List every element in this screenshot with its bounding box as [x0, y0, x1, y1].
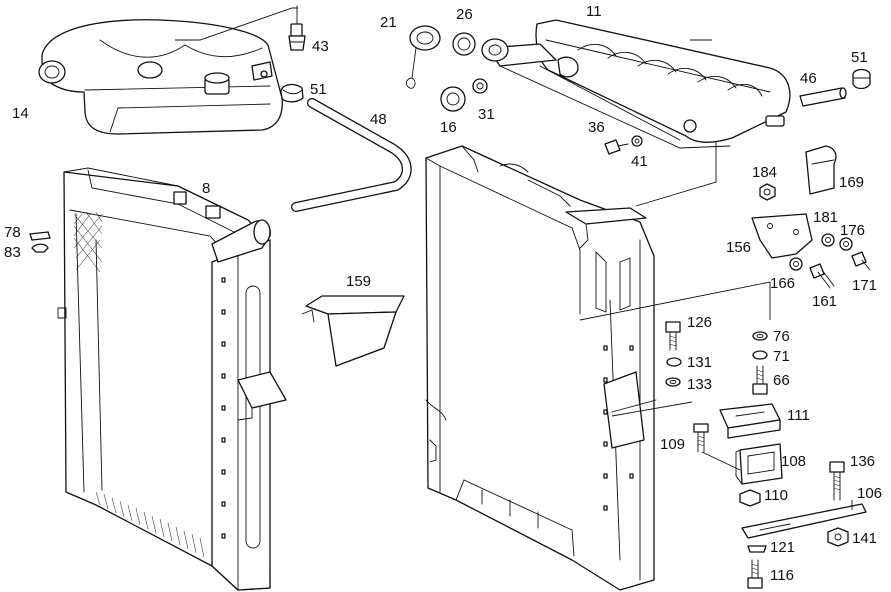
bolt-126: [665, 321, 681, 351]
callout-156: 156: [726, 239, 751, 256]
expansion-tank: [38, 19, 283, 135]
screw-36: [604, 139, 629, 155]
callout-83: 83: [4, 244, 21, 261]
radiator-right: [425, 145, 657, 591]
callout-131: 131: [687, 354, 712, 371]
callout-166: 166: [770, 275, 795, 292]
strap-106: [741, 503, 867, 539]
washer-76: [752, 331, 768, 341]
callout-43: 43: [312, 38, 329, 55]
bracket-159: [301, 295, 405, 367]
washer-133: [665, 377, 681, 387]
washer-121: [747, 545, 767, 553]
callout-106: 106: [857, 485, 882, 502]
callout-126: 126: [687, 314, 712, 331]
washer-131: [666, 357, 682, 367]
clip-bracket-169: [805, 145, 837, 195]
callout-66: 66: [773, 372, 790, 389]
callout-21: 21: [380, 14, 397, 31]
callout-141: 141: [852, 530, 877, 547]
bolt-136: [829, 461, 845, 501]
callout-108: 108: [781, 453, 806, 470]
bolt-171: [851, 251, 871, 271]
side-panel-holes: [221, 277, 226, 539]
radiator-top-tank: [481, 19, 791, 149]
callout-14: 14: [12, 105, 29, 122]
radiator-left: [57, 167, 287, 591]
bolt-161: [809, 263, 835, 289]
filler-cap: [405, 25, 441, 89]
spring-washer-176: [839, 237, 853, 251]
clip-78: [29, 231, 51, 241]
callout-136: 136: [850, 453, 875, 470]
coolant-hose: [291, 98, 412, 212]
washer-71: [752, 350, 768, 360]
callout-176: 176: [840, 222, 865, 239]
callout-46: 46: [800, 70, 817, 87]
seal-ring-31: [472, 78, 488, 94]
callout-161: 161: [812, 293, 837, 310]
clip-83: [31, 243, 49, 253]
callout-labels: 11 21 26 43 51 51 14 16 31 48 46 36 41 8…: [4, 3, 882, 584]
washer-41: [631, 135, 643, 147]
callout-51-left: 51: [310, 81, 327, 98]
callout-31: 31: [478, 106, 495, 123]
bolt-66: [752, 365, 768, 395]
filler-neck: [440, 86, 466, 112]
callout-8: 8: [202, 180, 210, 197]
callout-76: 76: [773, 328, 790, 345]
bolt-109: [693, 423, 709, 453]
callout-48: 48: [370, 111, 387, 128]
washer-166: [789, 257, 803, 271]
callout-78: 78: [4, 224, 21, 241]
nut-110: [739, 489, 761, 507]
bleed-valve: [288, 5, 306, 51]
callout-181: 181: [813, 209, 838, 226]
washer-181: [821, 233, 835, 247]
callout-184: 184: [752, 164, 777, 181]
bracket-156: [751, 213, 813, 259]
callout-169: 169: [839, 174, 864, 191]
callout-26: 26: [456, 6, 473, 23]
callout-121: 121: [770, 539, 795, 556]
coolant-pipe: [799, 87, 847, 107]
callout-171: 171: [852, 277, 877, 294]
nut-141: [827, 527, 849, 547]
callout-71: 71: [773, 348, 790, 365]
callout-133: 133: [687, 376, 712, 393]
callout-51-right: 51: [851, 49, 868, 66]
leader-lines: [175, 7, 853, 510]
seal-ring-26: [452, 32, 476, 56]
callout-116: 116: [770, 567, 794, 584]
mount-block-108: [735, 443, 783, 485]
nut-184: [759, 183, 776, 201]
callout-110: 110: [764, 487, 788, 504]
callout-11: 11: [586, 3, 602, 20]
callout-41: 41: [631, 153, 648, 170]
callout-111: 111: [787, 407, 810, 424]
callout-159: 159: [346, 273, 371, 290]
callout-16: 16: [440, 119, 457, 136]
rubber-mount-111: [719, 403, 781, 439]
callout-36: 36: [588, 119, 605, 136]
bolt-116: [747, 559, 763, 589]
hose-clamp-left: [280, 83, 304, 103]
callout-109: 109: [660, 436, 685, 453]
hose-clamp-right: [852, 68, 871, 90]
